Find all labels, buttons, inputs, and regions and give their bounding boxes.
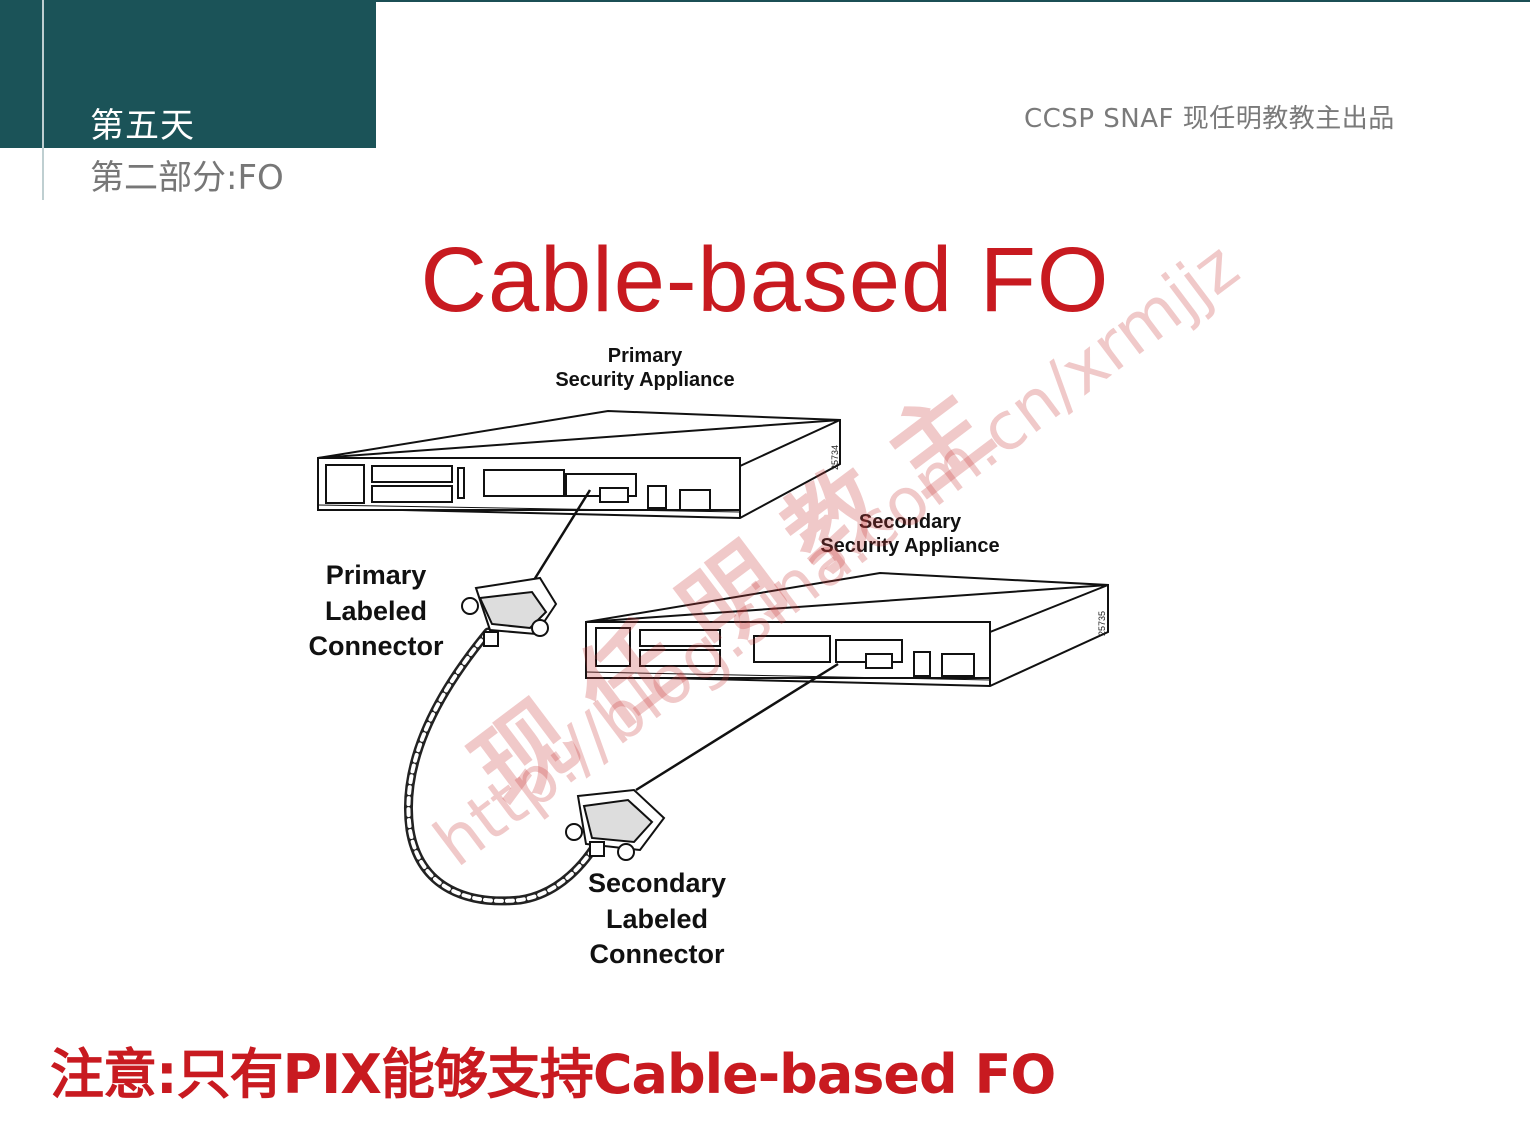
primary-connector-label: Primary Labeled Connector	[308, 560, 444, 662]
secondary-security-appliance	[585, 571, 1109, 688]
slide-title: Cable-based FO	[420, 229, 1110, 331]
secondary-device-id: 25735	[1097, 611, 1107, 636]
footnote: 注意:只有PIX能够支持Cable-based FO	[50, 1043, 1056, 1106]
section-title: 第二部分:FO	[90, 158, 284, 198]
primary-security-appliance	[317, 409, 841, 520]
secondary-labeled-connector	[565, 788, 666, 861]
primary-appliance-label: Primary Security Appliance	[555, 345, 735, 392]
secondary-appliance-label: Secondary Security Appliance	[820, 511, 1000, 558]
primary-pointer-line	[532, 489, 592, 581]
secondary-pointer-line	[635, 662, 839, 792]
primary-labeled-connector	[461, 576, 558, 647]
day-title: 第五天	[90, 106, 195, 146]
brand-credit: CCSP SNAF 现任明教教主出品	[1024, 104, 1395, 134]
secondary-connector-label: Secondary Labeled Connector	[587, 868, 727, 970]
top-rule	[0, 0, 1530, 2]
primary-device-id: 25734	[830, 445, 840, 470]
header-divider	[42, 0, 44, 200]
header-block	[0, 0, 376, 148]
